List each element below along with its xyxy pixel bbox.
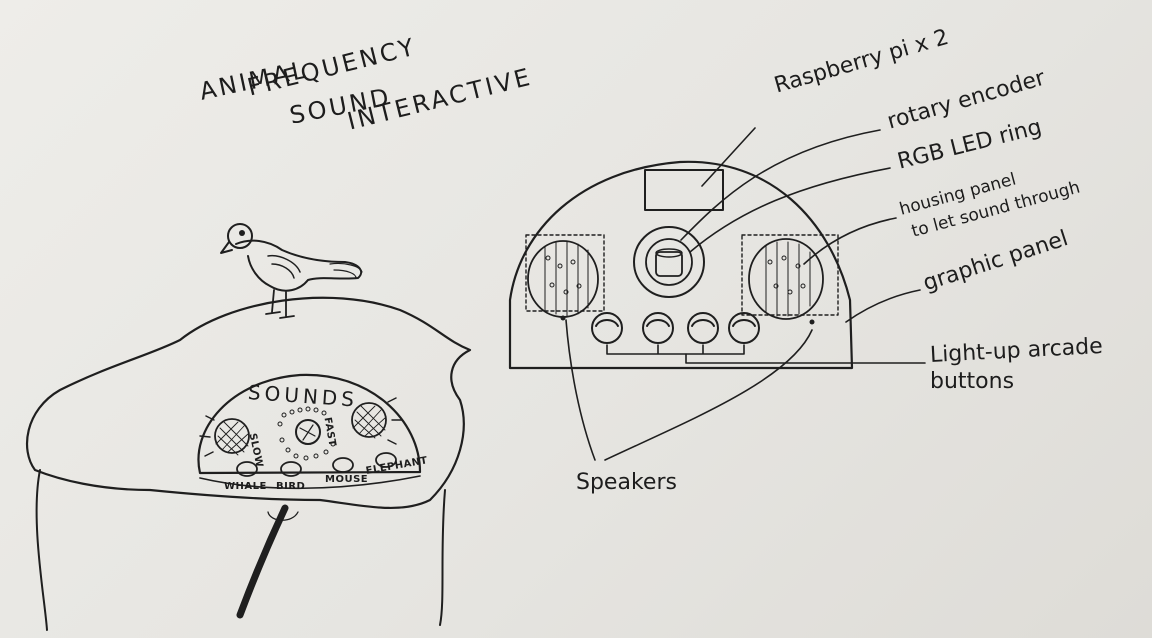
callout-arcade-line-2: buttons (930, 369, 1015, 394)
device-sketch (508, 160, 854, 370)
pedestal-sketch (25, 296, 472, 631)
button-label-bird: BIRD (276, 481, 306, 492)
bird-sketch (220, 223, 363, 319)
button-label-whale: WHALE (224, 481, 267, 492)
button-label-mouse: MOUSE (325, 474, 369, 485)
sounds-panel-sketch (197, 373, 422, 477)
callout-speakers: Speakers (576, 470, 677, 495)
callout-lines (565, 127, 926, 461)
